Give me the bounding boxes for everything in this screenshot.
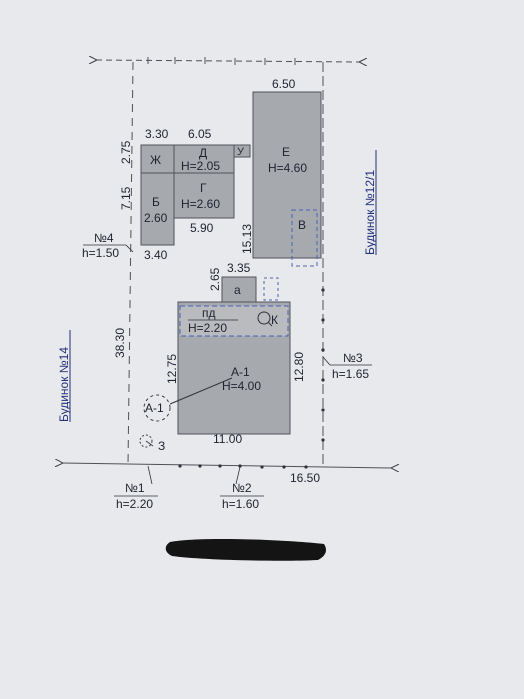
k-circle-icon [257, 311, 271, 325]
top-ticks [147, 57, 296, 65]
building-v-label: В [298, 218, 306, 232]
dim-1280: 12.80 [292, 352, 306, 382]
k-circle-tail [267, 321, 273, 327]
z-label: З [158, 439, 165, 453]
building-a-small [221, 276, 257, 303]
a1-circle-label: А-1 [145, 401, 164, 415]
building-a-small-label: а [234, 283, 241, 297]
building-d-label: Д [199, 146, 207, 160]
building-g-label: Г [200, 181, 207, 195]
building-e [252, 91, 322, 259]
building-u-label: У [237, 146, 245, 158]
building-zh-label: Ж [150, 153, 161, 167]
fence-3-no: №3 [343, 351, 363, 365]
building-a1-height: H=4.00 [222, 379, 261, 393]
dim-1100: 11.00 [213, 432, 242, 446]
fence-4-height: h=1.50 [82, 246, 119, 260]
building-g-height: H=2.60 [181, 197, 220, 211]
building-g [173, 172, 235, 219]
building-e-height: H=4.60 [268, 161, 307, 175]
dim-590: 5.90 [190, 221, 214, 235]
neighbor-house-14: Будинок №14 [57, 347, 71, 422]
porch-marker [263, 277, 279, 301]
fence-2-height: h=1.60 [222, 497, 259, 511]
site-boundary [62, 60, 392, 468]
dim-1513: 15.13 [240, 224, 254, 254]
building-b [140, 172, 175, 246]
neighbor-house-12-1: Будинок №12/1 [363, 170, 377, 255]
building-k-label: К [271, 313, 278, 327]
fence-4-no: №4 [94, 231, 114, 245]
dim-335: 3.35 [227, 261, 251, 275]
dim-715: 7.15 [119, 186, 133, 210]
dim-275: 2.75 [119, 140, 133, 164]
fence-1-no: №1 [125, 481, 145, 495]
fence-1-height: h=2.20 [116, 497, 153, 511]
z-circle-marker [139, 434, 153, 448]
top-boundary-line [96, 60, 360, 62]
building-pd [179, 305, 289, 337]
dim-340: 3.40 [144, 248, 168, 262]
building-pd-height: H=2.20 [188, 321, 227, 335]
building-u [233, 144, 251, 158]
building-pd-label: пд [202, 306, 216, 320]
fence-labels: №4 h=1.50 №3 h=1.65 №1 h=2.20 №2 h=1.60 [82, 231, 372, 511]
building-d-height: H=2.05 [181, 159, 220, 173]
dim-1275: 12.75 [165, 354, 179, 384]
fence-dots [178, 288, 325, 469]
building-v [291, 209, 318, 267]
a1-circle-marker [143, 394, 171, 422]
building-d [173, 144, 235, 174]
bottom-boundary-line [62, 463, 392, 468]
fence-2-no: №2 [232, 481, 252, 495]
fence-3-height: h=1.65 [332, 367, 369, 381]
dim-265: 2.65 [208, 267, 222, 291]
building-e-label: Е [282, 145, 290, 159]
redaction-mark [165, 538, 326, 561]
dim-605: 6.05 [188, 127, 212, 141]
z-circle-tail [145, 440, 154, 447]
dim-3830: 38.30 [113, 328, 127, 358]
a1-leader-line [169, 377, 233, 405]
dim-330: 3.30 [145, 127, 169, 141]
dim-650: 6.50 [272, 77, 296, 91]
building-b-dim: 2.60 [144, 211, 168, 225]
building-b-label: Б [152, 195, 160, 209]
dim-1650: 16.50 [290, 471, 320, 485]
left-boundary-line [127, 61, 134, 466]
building-a1-label: А-1 [231, 365, 250, 379]
building-zh [140, 144, 175, 174]
dimension-labels: 3.30 6.05 6.50 5.90 3.40 3.35 11.00 16.5… [113, 77, 320, 485]
